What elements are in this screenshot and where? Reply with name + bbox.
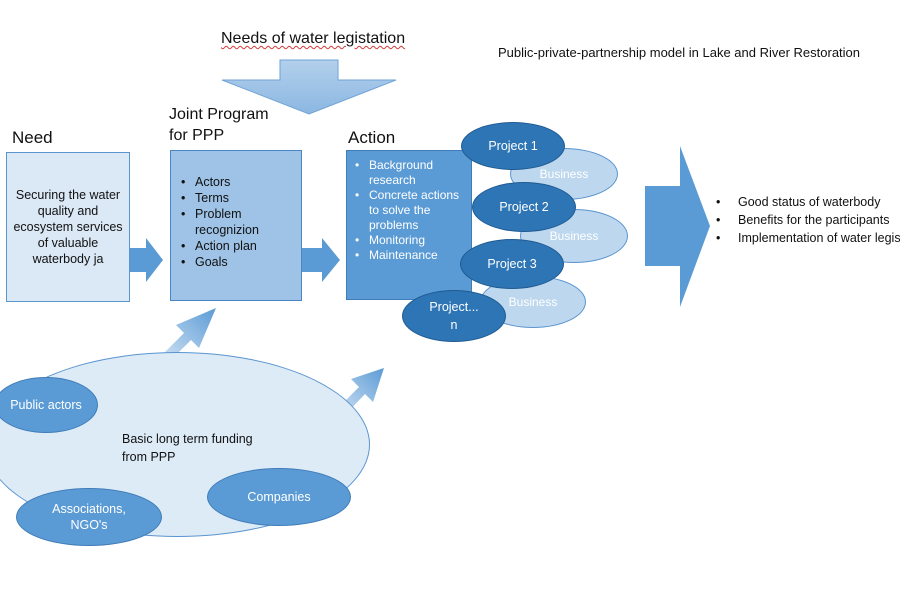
outcome-item: Implementation of water legislation xyxy=(710,229,900,247)
joint-item: Goals xyxy=(175,254,297,270)
arrow-funding-to-joint xyxy=(163,308,216,361)
need-box: Securing the water quality and ecosystem… xyxy=(6,152,130,302)
big-outcome-arrow xyxy=(645,146,710,307)
companies-label: Companies xyxy=(247,490,311,504)
project-1-ellipse: Project 1 xyxy=(461,122,565,170)
business-label: Business xyxy=(508,295,558,309)
joint-program-box: Actors Terms Problem recognizion Action … xyxy=(170,150,302,301)
outcome-item: Benefits for the participants xyxy=(710,211,900,229)
action-heading: Action xyxy=(348,128,396,147)
arrow-need-to-joint xyxy=(130,238,163,282)
legislation-title: Needs of water legistation xyxy=(221,30,406,47)
public-actors-label: Public actors xyxy=(10,398,82,412)
project-n-line1: Project... xyxy=(429,300,479,314)
action-box: Background research Concrete actions to … xyxy=(346,150,472,300)
outcome-item: Good status of waterbody xyxy=(710,193,900,211)
associations-label: Associations, NGO's xyxy=(52,502,126,532)
need-heading: Need xyxy=(12,128,53,147)
business-label: Business xyxy=(539,167,589,181)
joint-item: Problem recognizion xyxy=(175,206,297,238)
public-actors-ellipse: Public actors xyxy=(0,377,98,433)
legislation-down-arrow xyxy=(221,59,397,115)
project-label: Project... n xyxy=(429,298,478,334)
need-text: Securing the water quality and ecosystem… xyxy=(13,188,123,266)
action-item: Background research xyxy=(349,158,469,188)
funding-label: Basic long term funding from PPP xyxy=(122,430,253,466)
project-n-ellipse: Project... n xyxy=(402,290,506,342)
joint-item: Action plan xyxy=(175,238,297,254)
action-item: Monitoring xyxy=(349,233,469,248)
funding-label-line1: Basic long term funding xyxy=(122,432,253,446)
joint-heading-line1: Joint Program xyxy=(169,106,269,123)
funding-label-line2: from PPP xyxy=(122,450,176,464)
joint-heading-line2: for PPP xyxy=(169,127,225,144)
project-2-ellipse: Project 2 xyxy=(472,182,576,232)
joint-program-heading: Joint Program for PPP xyxy=(169,104,269,146)
associations-ellipse: Associations, NGO's xyxy=(16,488,162,546)
companies-ellipse: Companies xyxy=(207,468,351,526)
project-label: Project 1 xyxy=(488,139,538,153)
model-title: Public-private-partnership model in Lake… xyxy=(498,45,861,60)
business-label: Business xyxy=(549,229,599,243)
project-n-line2: n xyxy=(450,318,458,332)
action-item: Maintenance xyxy=(349,248,469,263)
action-item: Concrete actions to solve the problems xyxy=(349,188,469,233)
arrow-joint-to-action xyxy=(302,238,340,282)
joint-item: Actors xyxy=(175,174,297,190)
project-label: Project 3 xyxy=(487,257,537,271)
outcome-list: Good status of waterbody Benefits for th… xyxy=(710,193,900,247)
project-label: Project 2 xyxy=(499,200,549,214)
project-3-ellipse: Project 3 xyxy=(460,239,564,289)
joint-item: Terms xyxy=(175,190,297,206)
